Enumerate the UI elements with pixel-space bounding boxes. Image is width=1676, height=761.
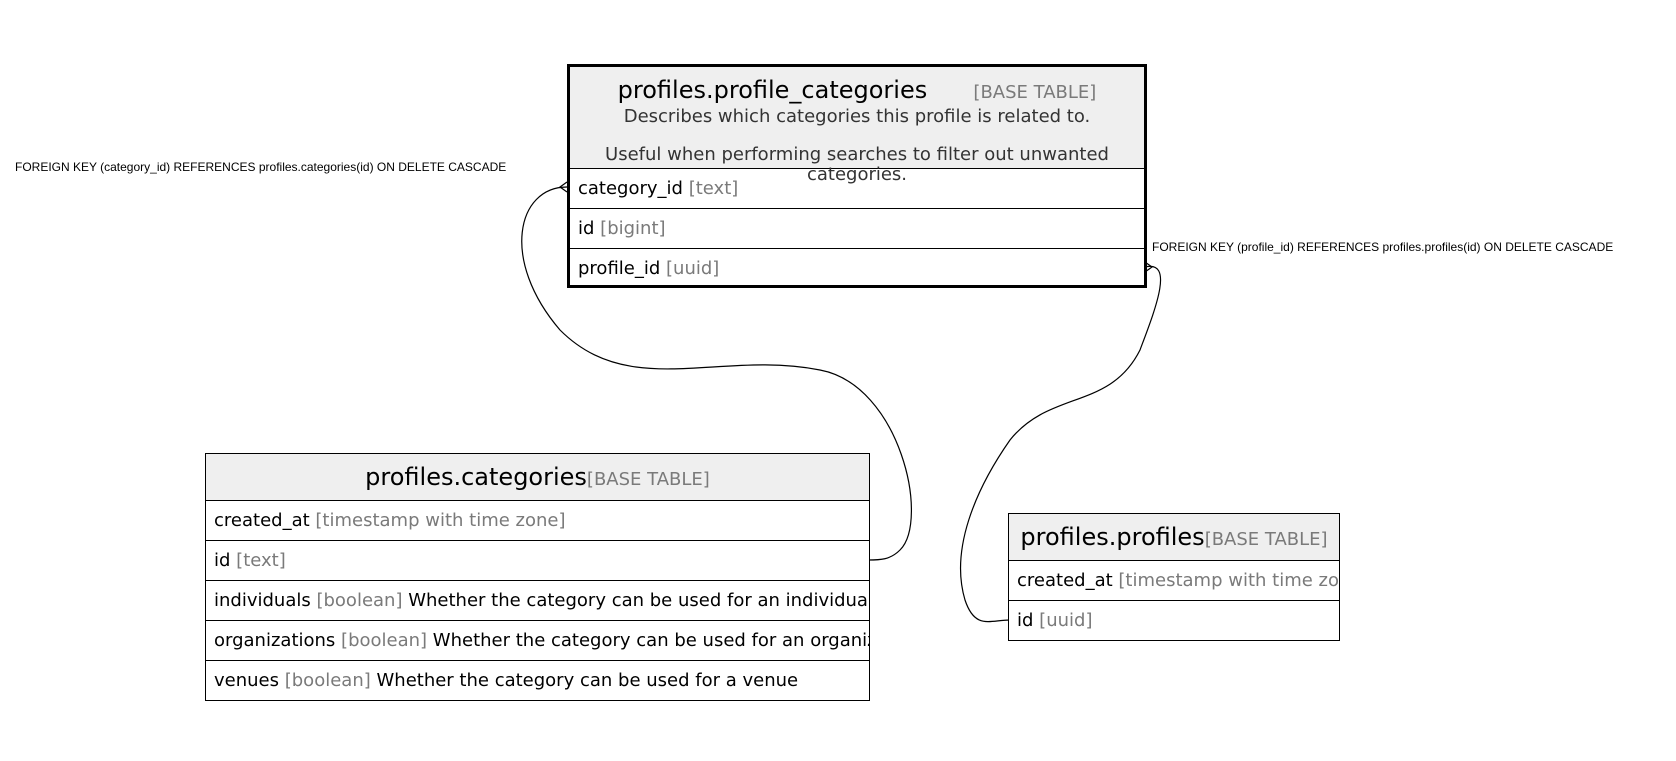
category-fk-arrow (558, 181, 568, 193)
column-row-individuals[interactable]: individuals [boolean] Whether the catego… (206, 581, 869, 621)
table-kind: [BASE TABLE] (1204, 529, 1328, 550)
column-type: [text] (236, 550, 286, 571)
column-type: [boolean] (316, 590, 403, 611)
column-name: created_at (214, 510, 310, 531)
table-title: profiles.profiles (1020, 523, 1205, 551)
column-type: [text] (688, 178, 739, 199)
column-type: [boolean] (284, 670, 371, 691)
column-name: profile_id (578, 258, 661, 279)
column-name: id (578, 218, 595, 239)
column-type: [timestamp with time zone] (1118, 570, 1339, 591)
table-categories[interactable]: profiles.categories[BASE TABLE] created_… (205, 453, 870, 701)
table-kind: [BASE TABLE] (973, 82, 1097, 103)
table-description-line2: Useful when performing searches to filte… (605, 144, 1109, 185)
table-title: profiles.profile_categories (617, 76, 928, 104)
table-header: profiles.categories[BASE TABLE] (206, 454, 869, 501)
column-row-id[interactable]: id [uuid] (1009, 601, 1339, 641)
column-row-created-at[interactable]: created_at [timestamp with time zone] (1009, 561, 1339, 601)
column-name: created_at (1017, 570, 1113, 591)
column-description: Whether the category can be used for an … (408, 590, 869, 611)
table-profile-categories[interactable]: profiles.profile_categories [BASE TABLE]… (567, 64, 1147, 288)
profile-fk-label: FOREIGN KEY (profile_id) REFERENCES prof… (1152, 240, 1614, 254)
column-row-created-at[interactable]: created_at [timestamp with time zone] (206, 501, 869, 541)
column-type: [boolean] (341, 630, 428, 651)
column-name: id (1017, 610, 1034, 631)
column-type: [timestamp with time zone] (315, 510, 566, 531)
column-row-category-id[interactable]: category_id [text] (570, 169, 1144, 209)
column-type: [bigint] (600, 218, 666, 239)
column-row-organizations[interactable]: organizations [boolean] Whether the cate… (206, 621, 869, 661)
table-description-line1: Describes which categories this profile … (623, 106, 1091, 127)
category-fk-label: FOREIGN KEY (category_id) REFERENCES pro… (15, 160, 507, 174)
column-description: Whether the category can be used for a v… (376, 670, 799, 691)
table-profiles[interactable]: profiles.profiles[BASE TABLE] created_at… (1008, 513, 1340, 641)
column-description: Whether the category can be used for an … (432, 630, 869, 651)
table-header: profiles.profiles[BASE TABLE] (1009, 514, 1339, 561)
column-row-venues[interactable]: venues [boolean] Whether the category ca… (206, 661, 869, 701)
column-type: [uuid] (1039, 610, 1093, 631)
column-row-profile-id[interactable]: profile_id [uuid] (570, 249, 1144, 289)
table-header: profiles.profile_categories [BASE TABLE]… (570, 67, 1144, 185)
table-kind: [BASE TABLE] (586, 469, 710, 490)
column-name: id (214, 550, 231, 571)
column-name: venues (214, 670, 279, 691)
table-title: profiles.categories (365, 463, 587, 491)
column-name: category_id (578, 178, 683, 199)
column-row-id[interactable]: id [bigint] (570, 209, 1144, 249)
column-name: organizations (214, 630, 336, 651)
column-type: [uuid] (666, 258, 720, 279)
column-name: individuals (214, 590, 311, 611)
column-row-id[interactable]: id [text] (206, 541, 869, 581)
